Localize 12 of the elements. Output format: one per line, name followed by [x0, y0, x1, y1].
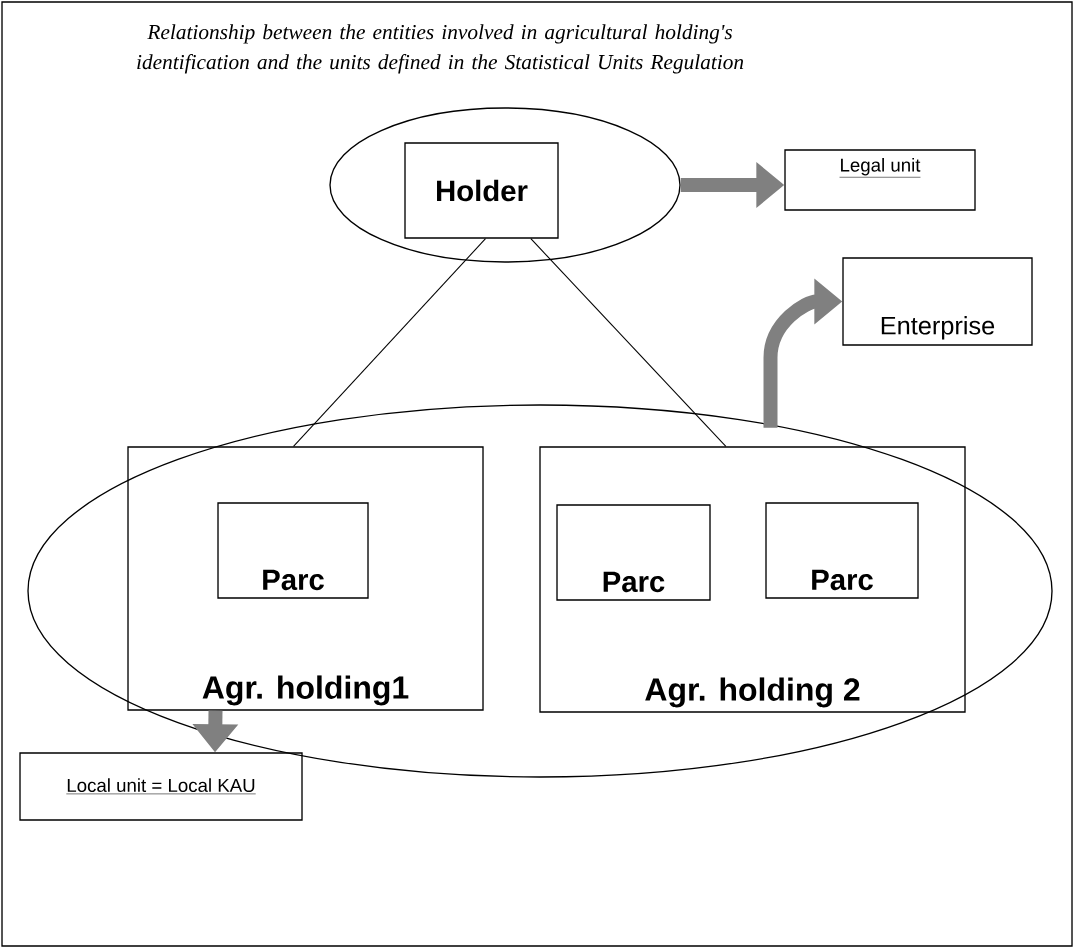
- label-box: Enterprise: [842, 257, 1033, 346]
- ellipse-outline: [27, 404, 1053, 778]
- label-box: Parc: [217, 502, 369, 599]
- label-box: Holder: [404, 142, 559, 239]
- label-box: Parc: [765, 502, 919, 599]
- ellipse-outline: [329, 107, 681, 263]
- connector-line: [292, 238, 487, 447]
- label-box: Parc: [556, 504, 711, 601]
- label-box: Local unit = Local KAU: [19, 752, 303, 821]
- label-box: Legal unit: [784, 149, 976, 211]
- connector-line: [530, 238, 727, 447]
- title: Relationship between the entities involved in agricultural holding's identification and the units defined in the Statistical Units Regulation: [137, 24, 744, 74]
